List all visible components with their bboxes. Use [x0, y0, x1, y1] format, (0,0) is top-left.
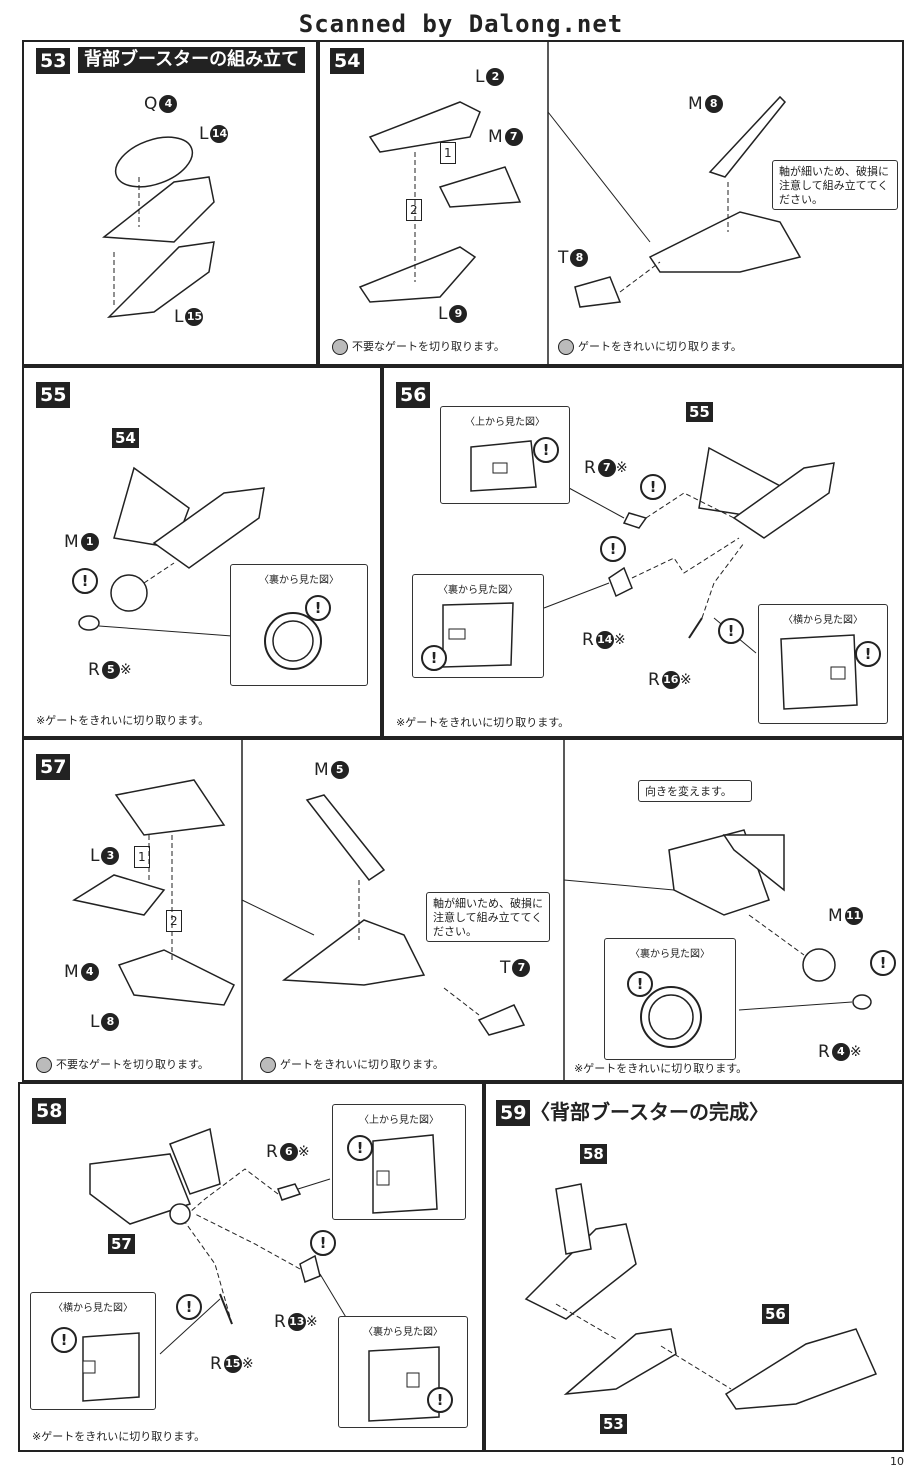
booster-parts-illustration: [102, 136, 215, 318]
ref-step: 57: [108, 1234, 135, 1254]
nipper-icon: [260, 1057, 276, 1073]
nipper-icon: [36, 1057, 52, 1073]
caution-icon: !: [718, 618, 744, 644]
booster-fins-illustration: [543, 446, 835, 654]
inset-back-view: 〈裏から見た図〉 !: [604, 938, 736, 1060]
caution-icon: !: [72, 568, 98, 594]
panel-step-59: 59 〈背部ブースターの完成〉 58 56 53: [484, 1082, 904, 1452]
ref-step: 54: [112, 428, 139, 448]
booster-nozzle-illustration: [78, 466, 265, 637]
gate-note: ※ゲートをきれいに切り取ります。: [36, 714, 210, 727]
ref-step: 55: [686, 402, 713, 422]
caution-icon: !: [347, 1135, 373, 1161]
caution-icon: !: [627, 971, 653, 997]
gate-note: ※ゲートをきれいに切り取ります。: [574, 1062, 748, 1075]
step-number: 56: [396, 382, 431, 408]
caution-icon: !: [310, 1230, 336, 1256]
gate-note: 不要なゲートを切り取ります。: [36, 1056, 209, 1073]
caution-box: 軸が細いため、破損に注意して組み立ててください。: [426, 892, 550, 942]
caution-icon: !: [51, 1327, 77, 1353]
page-number: 10: [890, 1455, 904, 1468]
gate-note: ※ゲートをきれいに切り取ります。: [396, 716, 570, 729]
gate-note: ゲートをきれいに切り取ります。: [558, 338, 742, 355]
completed-booster-illustration: [524, 1183, 878, 1410]
caution-box: 軸が細いため、破損に注意して組み立ててください。: [772, 160, 898, 210]
inset-top-view: 〈上から見た図〉 !: [332, 1104, 466, 1220]
ref-step-53: 53: [600, 1414, 627, 1434]
inset-back-view: 〈裏から見た図〉 !: [412, 574, 544, 678]
step-title: 〈背部ブースターの完成〉: [530, 1100, 769, 1124]
caution-icon: !: [533, 437, 559, 463]
order-1: 1: [440, 142, 456, 164]
step-title: 背部ブースターの組み立て: [78, 47, 306, 73]
inset-side-view: 〈横から見た図〉 !: [758, 604, 888, 724]
nipper-icon: [558, 339, 574, 355]
scan-watermark: Scanned by Dalong.net: [298, 10, 624, 38]
gate-note: ※ゲートをきれいに切り取ります。: [32, 1430, 206, 1443]
turn-note: 向きを変えます。: [638, 780, 752, 802]
booster-assembly-illustration: [358, 42, 802, 364]
ref-step-58: 58: [580, 1144, 607, 1164]
gate-note: 不要なゲートを切り取ります。: [332, 338, 505, 355]
caution-icon: !: [421, 645, 447, 671]
ref-step-56: 56: [762, 1304, 789, 1324]
order-1: 1: [134, 846, 150, 868]
inset-top-view: 〈上から見た図〉 !: [440, 406, 570, 504]
caution-icon: !: [600, 536, 626, 562]
step-number: 58: [32, 1098, 67, 1124]
booster-side-fins-illustration: [89, 1127, 351, 1355]
inset-back-view: 〈裏から見た図〉 !: [230, 564, 368, 686]
nipper-icon: [332, 339, 348, 355]
gate-note: ゲートをきれいに切り取ります。: [260, 1056, 444, 1073]
inset-side-view: 〈横から見た図〉 !: [30, 1292, 156, 1410]
caution-icon: !: [305, 595, 331, 621]
step-number: 57: [36, 754, 71, 780]
order-2: 2: [166, 910, 182, 932]
caution-icon: !: [870, 950, 896, 976]
order-2: 2: [406, 199, 422, 221]
step-number: 53: [36, 48, 71, 74]
booster-second-assembly-illustration: [72, 740, 872, 1080]
step-number: 55: [36, 382, 71, 408]
caution-icon: !: [855, 641, 881, 667]
step-number: 54: [330, 48, 365, 74]
caution-icon: !: [427, 1387, 453, 1413]
caution-icon: !: [640, 474, 666, 500]
caution-icon: !: [176, 1294, 202, 1320]
step-number: 59: [496, 1100, 531, 1126]
inset-back-view: 〈裏から見た図〉 !: [338, 1316, 468, 1428]
